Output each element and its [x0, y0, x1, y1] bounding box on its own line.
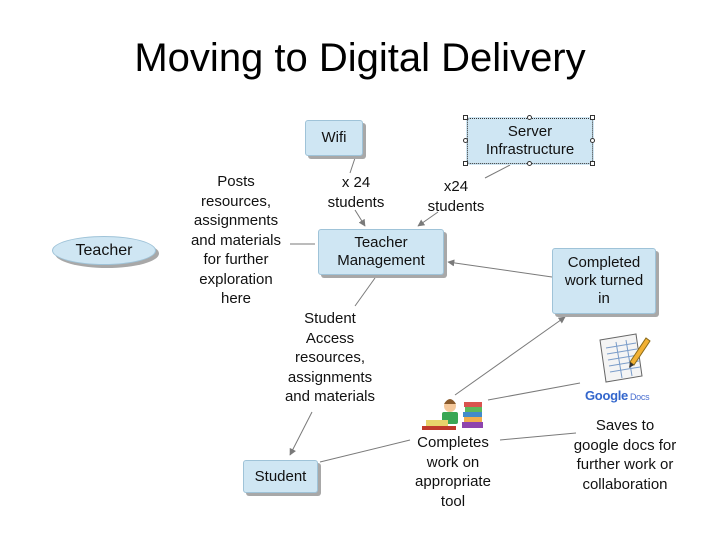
reading-student-icon	[420, 392, 486, 432]
teacher-management-node[interactable]: Teacher Management	[318, 229, 444, 275]
student-node-label: Student	[255, 468, 307, 486]
teacher-node-label: Teacher	[76, 242, 133, 260]
selection-handle-top-left[interactable]	[463, 115, 468, 120]
arrow-completes-to-saves	[500, 433, 576, 440]
selection-handle-bottom-right[interactable]	[590, 161, 595, 166]
student-node[interactable]: Student	[243, 460, 318, 493]
wifi-node-label: Wifi	[322, 129, 347, 147]
arrow-gdocs-link	[488, 383, 580, 400]
selection-handle-top-right[interactable]	[590, 115, 595, 120]
student-access-label: Student Access resources, assignments an…	[280, 309, 380, 407]
wifi-node[interactable]: Wifi	[305, 120, 363, 156]
docs-wordmark: Docs	[630, 392, 649, 402]
completes-work-label: Completes work on appropriate tool	[405, 433, 501, 511]
arrow-completed-to-management	[448, 262, 552, 277]
completed-work-label: Completed work turned in	[557, 254, 651, 308]
arrow-student-to-completes	[320, 440, 410, 462]
selection-handle-bottom[interactable]	[527, 161, 532, 166]
arrow-wifi-students-to-management	[355, 210, 365, 226]
google-wordmark: Google	[585, 388, 628, 403]
server-infrastructure-node[interactable]: Server Infrastructure	[467, 118, 593, 164]
arrow-completes-to-completed	[455, 317, 565, 395]
server-infrastructure-label: Server Infrastructure	[475, 123, 585, 159]
saves-to-label: Saves to google docs for further work or…	[572, 416, 678, 494]
server-students-label: x24 students	[418, 177, 494, 216]
arrow-access-to-student	[290, 412, 312, 455]
completed-work-node[interactable]: Completed work turned in	[552, 248, 656, 314]
document-pencil-icon	[596, 332, 652, 384]
arrow-management-to-access	[355, 278, 375, 306]
arrow-wifi-to-label	[350, 158, 355, 173]
selection-handle-left[interactable]	[463, 138, 468, 143]
teacher-management-label: Teacher Management	[328, 234, 434, 270]
selection-handle-bottom-left[interactable]	[463, 161, 468, 166]
teacher-node[interactable]: Teacher	[52, 236, 156, 265]
selection-handle-right[interactable]	[590, 138, 595, 143]
posts-resources-label: Posts resources, assignments and materia…	[183, 172, 289, 309]
wifi-students-label: x 24 students	[318, 173, 394, 212]
selection-handle-top[interactable]	[527, 115, 532, 120]
